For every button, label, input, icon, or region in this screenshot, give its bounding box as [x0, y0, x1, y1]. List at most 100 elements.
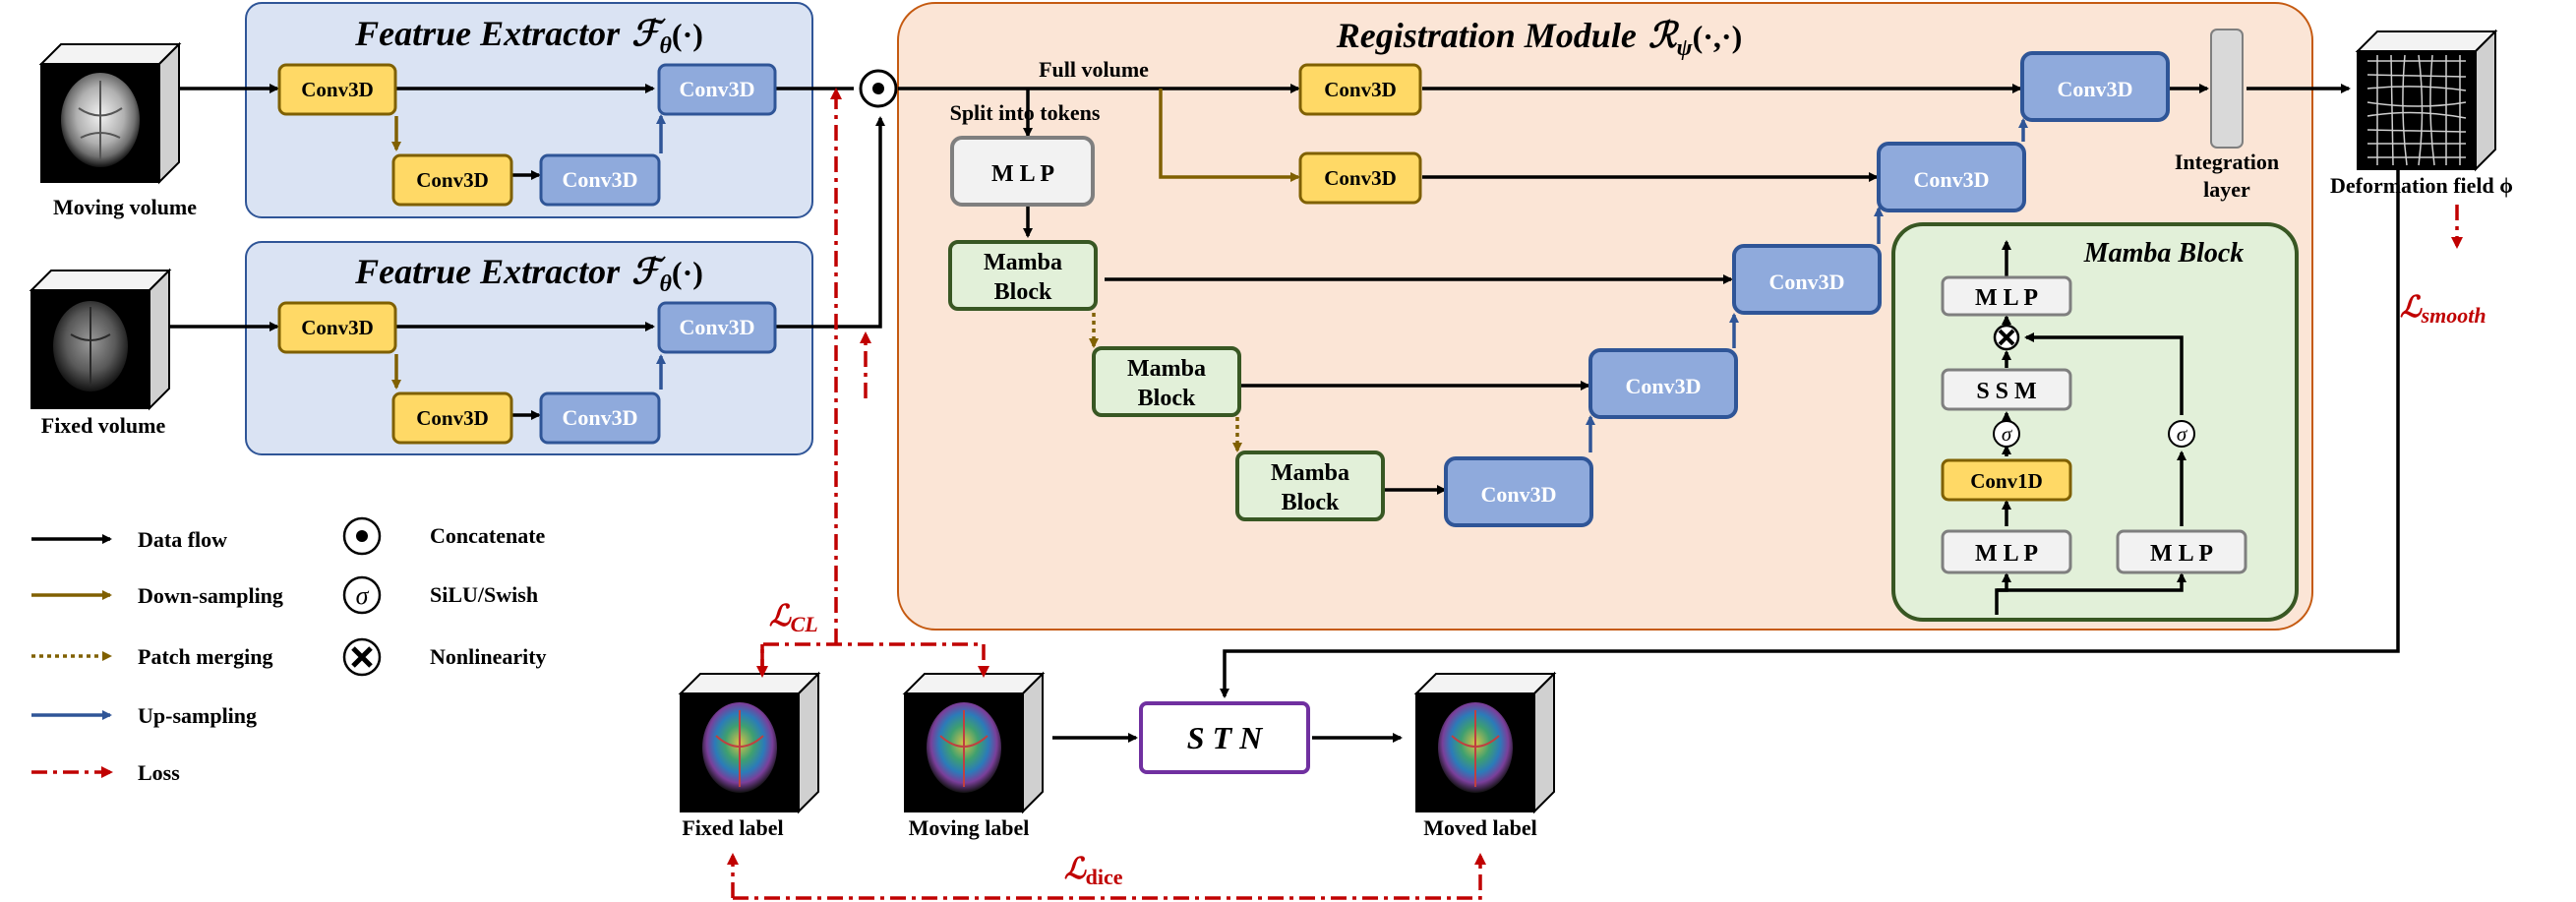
svg-text:Conv3D: Conv3D	[1768, 270, 1844, 294]
moved-label-cube	[1413, 671, 1557, 814]
svg-text:Mamba: Mamba	[1271, 460, 1349, 486]
conv3d-block-fe2-c: Conv3D	[539, 391, 661, 445]
conv3d-decoder-4: Conv3D	[1877, 142, 2026, 212]
svg-text:Conv3D: Conv3D	[679, 315, 754, 339]
svg-text:Concatenate: Concatenate	[430, 523, 546, 548]
svg-text:σ: σ	[2002, 422, 2013, 446]
conv3d-block-fe1-c: Conv3D	[539, 153, 661, 207]
mamba-block-panel-title: Mamba Block	[2083, 238, 2245, 269]
fixed-label-cube	[678, 671, 821, 814]
svg-text:M L P: M L P	[2150, 541, 2213, 567]
svg-text:Block: Block	[994, 279, 1052, 305]
svg-text:S T N: S T N	[1187, 720, 1264, 755]
svg-text:Conv3D: Conv3D	[562, 167, 637, 192]
conv3d-block-fe2-d: Conv3D	[657, 301, 777, 354]
svg-text:Block: Block	[1138, 386, 1196, 411]
deformation-field-cube	[2355, 29, 2498, 172]
fixed-volume-label: Fixed volume	[41, 413, 166, 438]
svg-text:Conv3D: Conv3D	[301, 316, 374, 339]
legend-patch-merging: Patch merging	[31, 644, 272, 669]
svg-text:Block: Block	[1282, 490, 1340, 515]
svg-text:Conv3D: Conv3D	[1324, 166, 1397, 190]
svg-text:Conv3D: Conv3D	[1480, 482, 1556, 507]
connectors	[169, 84, 2463, 900]
legend-down-sampling: Down-sampling	[31, 583, 283, 608]
mamba-block-1: Mamba Block	[948, 240, 1098, 311]
legend-data-flow: Data flow	[31, 527, 227, 552]
svg-text:Conv3D: Conv3D	[679, 77, 754, 101]
full-volume-label: Full volume	[1039, 57, 1149, 82]
svg-text:σ: σ	[356, 581, 370, 610]
moving-label-cube	[902, 671, 1046, 814]
loss-smooth-label: ℒsmooth	[2400, 291, 2486, 328]
svg-text:σ: σ	[2177, 422, 2188, 446]
svg-text:Mamba: Mamba	[984, 250, 1062, 275]
mamba-block-3: Mamba Block	[1235, 451, 1385, 521]
svg-text:Down-sampling: Down-sampling	[138, 583, 283, 608]
conv3d-decoder-1: Conv3D	[1444, 456, 1593, 527]
svg-text:Loss: Loss	[138, 760, 180, 785]
svg-text:Conv3D: Conv3D	[301, 78, 374, 101]
integration-layer: Integration layer	[2175, 29, 2279, 202]
conv3d-block-fe2-a: Conv3D	[277, 301, 397, 354]
loss-dice-label: ℒdice	[1064, 853, 1123, 889]
nonlinearity-node	[1993, 324, 2020, 351]
mamba-mlp-bottom-right: M L P	[2116, 529, 2247, 574]
svg-text:Conv3D: Conv3D	[2057, 77, 2132, 101]
svg-text:Up-sampling: Up-sampling	[138, 703, 257, 728]
mlp-block-tokens: M L P	[950, 136, 1095, 207]
svg-text:Patch merging: Patch merging	[138, 644, 272, 669]
silu-node-left: σ	[1993, 420, 2020, 448]
silu-node-right: σ	[2168, 420, 2195, 448]
svg-text:M L P: M L P	[1975, 541, 2038, 567]
mamba-mlp-top: M L P	[1941, 275, 2072, 317]
svg-text:Integration: Integration	[2175, 150, 2279, 174]
loss-cl-label: ℒCL	[769, 600, 818, 636]
svg-text:Conv1D: Conv1D	[1970, 469, 2043, 493]
svg-text:Conv3D: Conv3D	[1324, 78, 1397, 101]
moving-volume-label: Moving volume	[53, 195, 197, 219]
svg-text:Conv3D: Conv3D	[416, 168, 489, 192]
mamba-block-2: Mamba Block	[1092, 346, 1241, 417]
legend-loss: Loss	[31, 760, 180, 785]
conv3d-decoder-2: Conv3D	[1588, 348, 1738, 419]
svg-text:Data flow: Data flow	[138, 527, 227, 552]
conv3d-block-full-b: Conv3D	[1298, 151, 1422, 205]
concatenate-node	[859, 69, 898, 108]
conv3d-block-full-a: Conv3D	[1298, 63, 1422, 116]
moved-label-text: Moved label	[1423, 815, 1537, 840]
legend-up-sampling: Up-sampling	[31, 703, 257, 728]
conv3d-block-fe2-b: Conv3D	[391, 391, 513, 445]
moving-label-text: Moving label	[909, 815, 1030, 840]
svg-text:Conv3D: Conv3D	[562, 405, 637, 430]
conv3d-block-fe1-a: Conv3D	[277, 63, 397, 116]
legend-silu: σ SiLU/Swish	[342, 575, 538, 615]
svg-text:M L P: M L P	[1975, 285, 2038, 311]
svg-text:Mamba: Mamba	[1127, 356, 1206, 382]
svg-text:SiLU/Swish: SiLU/Swish	[430, 582, 538, 607]
stn-block: S T N	[1139, 701, 1310, 774]
split-tokens-label: Split into tokens	[950, 100, 1101, 125]
svg-text:Conv3D: Conv3D	[416, 406, 489, 430]
mamba-mlp-bottom-left: M L P	[1941, 529, 2072, 574]
svg-text:Nonlinearity: Nonlinearity	[430, 644, 547, 669]
svg-text:Conv3D: Conv3D	[1625, 374, 1701, 398]
mamba-ssm: S S M	[1941, 368, 2072, 411]
conv3d-block-fe1-d: Conv3D	[657, 63, 777, 116]
svg-text:S S M: S S M	[1976, 379, 2036, 404]
fixed-label-text: Fixed label	[682, 815, 783, 840]
legend-nonlinearity: Nonlinearity	[342, 637, 547, 677]
legend-concatenate: Concatenate	[342, 516, 546, 556]
mamba-conv1d: Conv1D	[1941, 458, 2072, 502]
mamba-block-panel: Mamba Block	[1891, 222, 2299, 622]
fixed-volume-cube	[29, 268, 172, 411]
conv3d-decoder-3: Conv3D	[1732, 244, 1882, 315]
conv3d-block-fe1-b: Conv3D	[391, 153, 513, 207]
svg-text:M L P: M L P	[991, 161, 1054, 187]
